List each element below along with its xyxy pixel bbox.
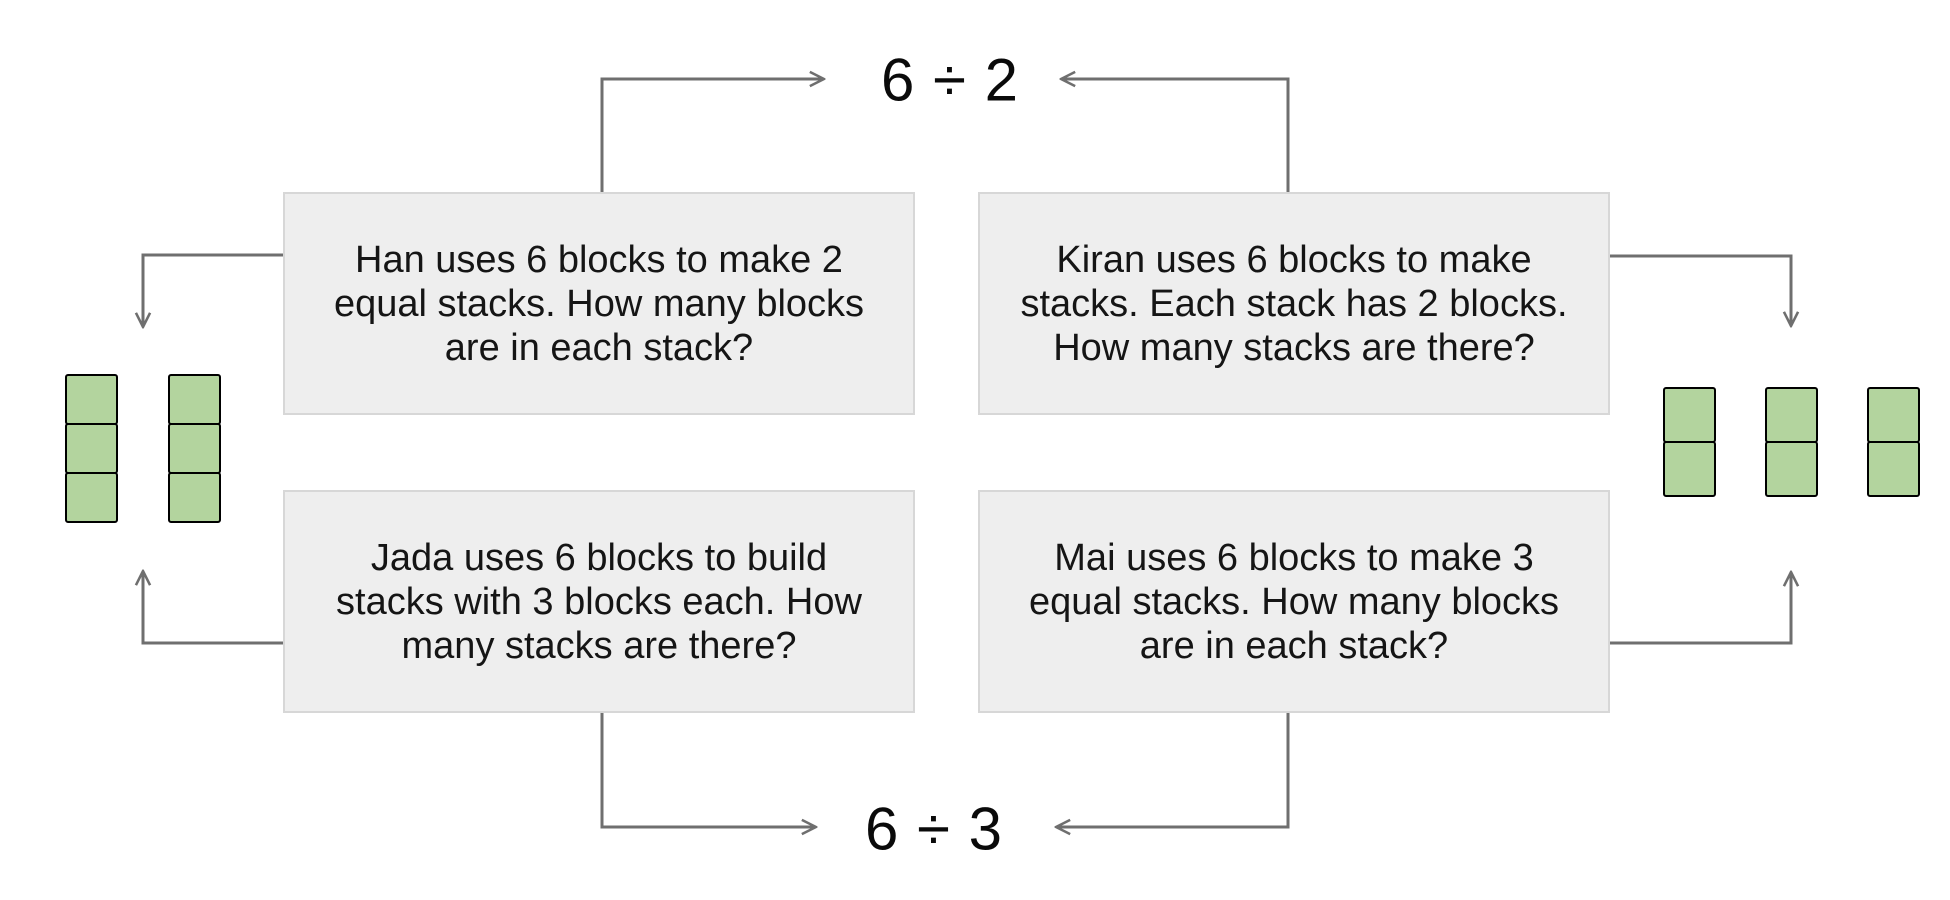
arrow-han-to-blocks-left <box>143 253 284 327</box>
card-text-line: Han uses 6 blocks to make 2 <box>355 238 843 281</box>
block <box>168 374 221 425</box>
block <box>1867 387 1920 443</box>
block-stack <box>1663 387 1716 497</box>
division-expression-bottom: 6 ÷ 3 <box>864 795 1004 863</box>
arrow-kiran-to-blocks-right <box>1609 254 1791 326</box>
block-stack <box>168 374 221 523</box>
block-stack <box>1867 387 1920 497</box>
arrow-mai-to-expression-bottom <box>1056 712 1290 827</box>
arrow-kiran-to-expression-top <box>1061 79 1290 193</box>
division-expression-top: 6 ÷ 2 <box>880 46 1020 114</box>
word-problem-card-jada: Jada uses 6 blocks to build stacks with … <box>283 490 915 713</box>
block <box>1765 387 1818 443</box>
word-problem-card-mai: Mai uses 6 blocks to make 3 equal stacks… <box>978 490 1610 713</box>
card-text-line: Mai uses 6 blocks to make 3 <box>1054 536 1534 579</box>
card-text-line: stacks. Each stack has 2 blocks. <box>1020 282 1568 325</box>
card-text-line: equal stacks. How many blocks <box>1028 580 1560 623</box>
block <box>1765 441 1818 497</box>
arrow-mai-to-blocks-right <box>1609 572 1791 645</box>
card-text-line: many stacks are there? <box>401 624 797 667</box>
card-text-line: stacks with 3 blocks each. How <box>336 580 862 623</box>
card-text-line: are in each stack? <box>444 326 754 369</box>
arrow-jada-to-blocks-left <box>143 571 284 645</box>
card-text-line: are in each stack? <box>1139 624 1449 667</box>
block <box>1867 441 1920 497</box>
card-text-line: Jada uses 6 blocks to build <box>370 536 828 579</box>
block-model-left <box>65 374 221 523</box>
card-text-line: equal stacks. How many blocks <box>333 282 865 325</box>
arrow-han-to-expression-top <box>600 79 824 193</box>
word-problem-card-kiran: Kiran uses 6 blocks to make stacks. Each… <box>978 192 1610 415</box>
word-problem-card-han: Han uses 6 blocks to make 2 equal stacks… <box>283 192 915 415</box>
arrow-jada-to-expression-bottom <box>600 712 816 827</box>
block <box>1663 441 1716 497</box>
block-stack <box>65 374 118 523</box>
block <box>168 472 221 523</box>
card-text-line: How many stacks are there? <box>1053 326 1535 369</box>
card-text-line: Kiran uses 6 blocks to make <box>1056 238 1532 281</box>
block-model-right <box>1663 387 1920 497</box>
block-stack <box>1765 387 1818 497</box>
block <box>65 423 118 474</box>
block <box>65 374 118 425</box>
block <box>168 423 221 474</box>
block <box>1663 387 1716 443</box>
block <box>65 472 118 523</box>
